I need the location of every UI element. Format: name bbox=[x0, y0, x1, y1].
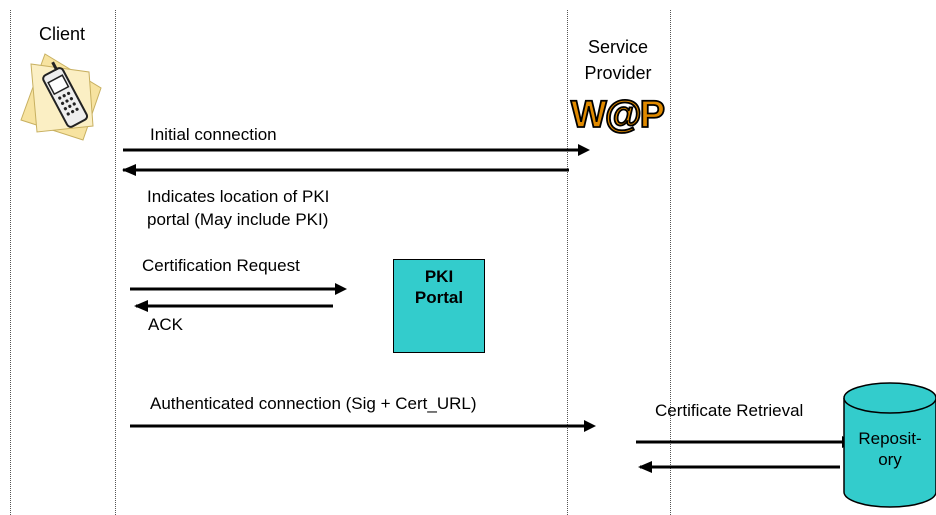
certification-request-label: Certification Request bbox=[142, 256, 300, 275]
client-lane bbox=[10, 10, 116, 515]
indicates-location-label: Indicates location of PKI portal (May in… bbox=[147, 187, 330, 229]
wap-logo-icon: W@P bbox=[570, 93, 667, 137]
repository-cylinder bbox=[843, 382, 936, 508]
initial-connection-label: Initial connection bbox=[150, 125, 277, 144]
svg-text:W@P: W@P bbox=[571, 94, 665, 136]
service-provider-lane bbox=[567, 10, 671, 515]
mobile-phone-icon bbox=[20, 53, 102, 141]
client-label: Client bbox=[38, 24, 86, 44]
certificate-retrieval-label: Certificate Retrieval bbox=[655, 401, 804, 420]
ack-label: ACK bbox=[148, 315, 183, 334]
repository-label: Reposit- ory bbox=[858, 429, 922, 469]
service-provider-label: Service Provider bbox=[584, 37, 652, 83]
pki-portal-label: PKI Portal bbox=[414, 267, 464, 307]
pki-portal-box: PKI Portal bbox=[393, 259, 485, 353]
authenticated-connection-label: Authenticated connection (Sig + Cert_URL… bbox=[150, 394, 477, 413]
